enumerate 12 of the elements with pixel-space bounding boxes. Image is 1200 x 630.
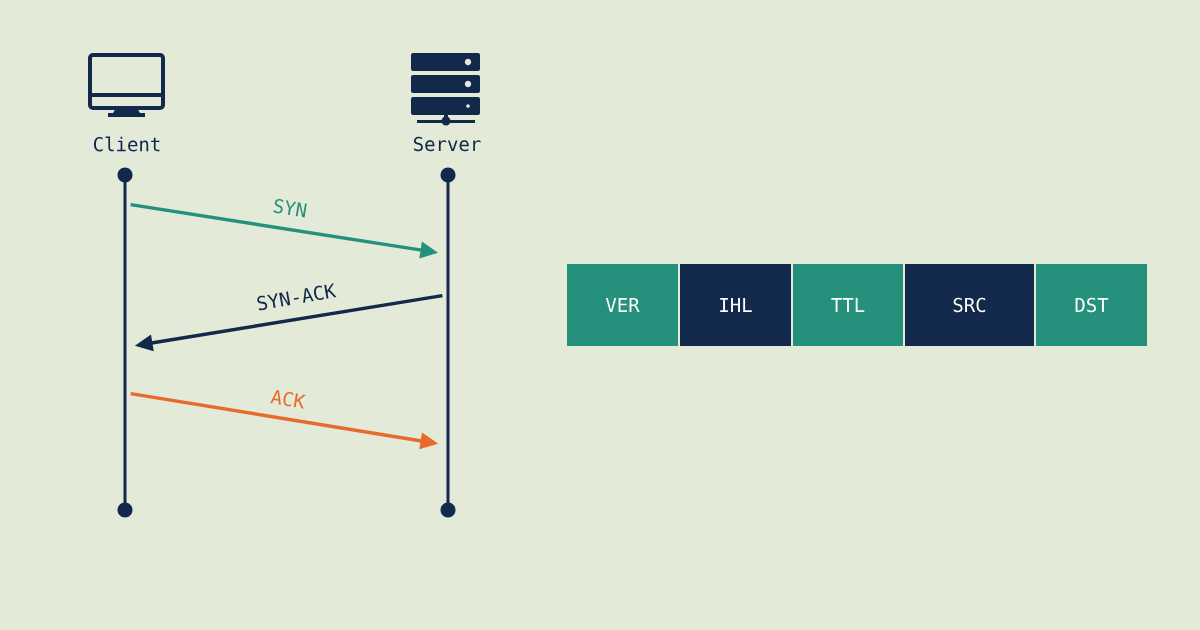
field-box: IHL [680, 264, 791, 346]
lifeline [440, 167, 456, 518]
node-label: Client [93, 136, 160, 152]
field-box: DST [1036, 264, 1147, 346]
node-label: Server [413, 136, 481, 152]
field-box: SRC [905, 264, 1034, 346]
edge-label: ACK [268, 387, 308, 411]
lifeline [117, 167, 133, 518]
edge-label: SYN [270, 197, 310, 219]
field-box: VER [567, 264, 678, 346]
field-box: TTL [793, 264, 903, 346]
edge-label: SYN-ACK [254, 281, 338, 313]
